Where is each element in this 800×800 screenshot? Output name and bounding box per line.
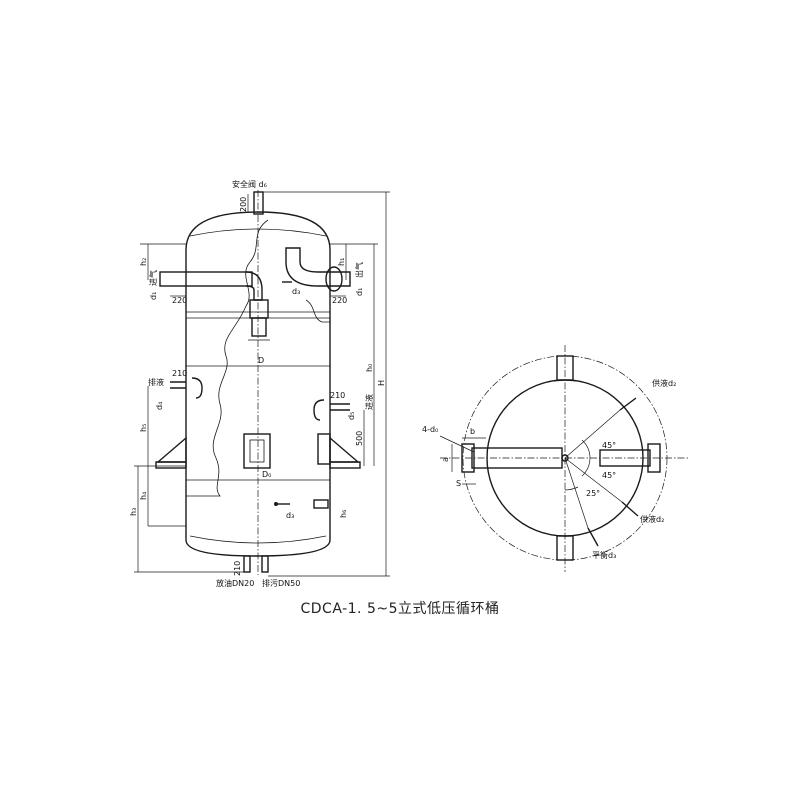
oil-drain-nozzle [243,555,251,573]
angle-45-upper: 45° [602,441,616,450]
support-pad-left [155,461,187,469]
plan-view: 供液d₂ 供液d₂ 平衡d₃ 4-d₀ b a S 45° 45° 25° [422,345,690,572]
safety-valve-nozzle [253,191,264,215]
sewage-drain-label: 排污DN50 [262,578,300,588]
h0-label: h₀ [365,364,374,372]
vessel-shell [185,211,331,557]
h3-label: h₃ [129,508,138,516]
supply-top-label: 供液d₂ [652,378,676,388]
d1-right-label: d₁ [355,288,364,296]
inner-box-left-inner [249,439,265,463]
ray-45-upper [564,409,621,459]
outlet-gas-elbow [285,247,351,287]
h4-label: h₄ [139,492,148,500]
d3-label: d₃ [292,287,300,296]
dim-220-left: 220 [172,296,187,305]
a-label: a [441,457,450,462]
inlet-gas-elbow [245,271,263,301]
drawing-title: CDCA-1. 5~5立式低压循环桶 [300,601,500,617]
inlet-gas-pipe [159,271,253,287]
inlet-gas-label: 进气 [148,270,158,286]
angle-arc-lower [581,457,591,477]
drain-liquid-hook [191,377,203,399]
angle-25: 25° [586,489,600,498]
dim-210-bottom: 210 [233,561,242,576]
plan-right-flange [647,443,661,473]
h1-label: h₁ [337,258,346,266]
dim-500: 500 [355,431,364,446]
supply-bottom-label: 供液d₂ [640,514,664,524]
angle-arc-upper [581,439,591,459]
plan-left-pipe [471,447,563,469]
supply-nozzle-top [619,397,637,411]
outlet-gas-label: 出气 [354,262,364,278]
holes-leader [439,435,475,453]
cutaway-break-line [186,219,269,497]
inner-box-right [317,433,331,465]
h2-label: h₂ [139,258,148,266]
dim-D: D [258,356,264,365]
ray-45-lower [564,457,623,503]
balance-label: 平衡d₃ [592,550,616,560]
plan-left-flange [461,443,475,473]
supply-nozzle-bottom [621,501,639,517]
ray-25 [564,457,589,529]
inlet-liquid-label: 进液 [364,394,374,410]
sewage-drain-nozzle [261,555,269,573]
d5-label: d₅ [347,412,356,420]
h5-label: h₅ [139,424,148,432]
dim-200: 200 [239,197,248,212]
support-pad-right [329,461,361,469]
outlet-gas-flange [325,266,343,292]
d1-label: d₁ [149,292,158,300]
plan-lug-top [556,355,574,381]
dim-D0: D₀ [262,470,271,479]
cutaway-break-line-2 [305,299,330,323]
holes-label: 4-d₀ [422,425,438,434]
dim-210-right: 210 [330,391,345,400]
plan-lug-bottom [556,535,574,561]
demister-box [249,299,269,319]
s-label: S [456,479,461,488]
drain-liquid-pipe [170,381,186,389]
support-lug-right [329,436,360,463]
dim-220-right: 220 [332,296,347,305]
angle-45-lower: 45° [602,471,616,480]
support-lug-left [156,436,187,463]
balance-nozzle [587,527,599,547]
plan-right-pipe [599,449,651,467]
d3-lower-dot [274,502,278,506]
inner-box-left [243,433,271,469]
d3-lower-label: d₃ [286,511,294,520]
H-label: H [377,380,386,386]
bottom-nozzle-right [313,499,329,509]
dim-210-left: 210 [172,369,187,378]
demister-lower [251,317,267,337]
elevation-view: 安全阀 d₆ 200 进气 d₁ 220 出气 d₁ 220 d₃ D 排液 2… [129,179,390,588]
safety-valve-label: 安全阀 d₆ [232,179,267,189]
oil-drain-label: 放油DN20 [216,578,254,588]
inlet-liquid-hook [313,399,325,421]
h6-label: h₆ [339,510,348,518]
inlet-liquid-pipe [330,403,350,411]
d4-label: d₄ [155,402,164,410]
drain-liquid-label: 排液 [148,377,164,387]
b-label: b [470,427,475,436]
angle-arc-25 [564,486,579,491]
